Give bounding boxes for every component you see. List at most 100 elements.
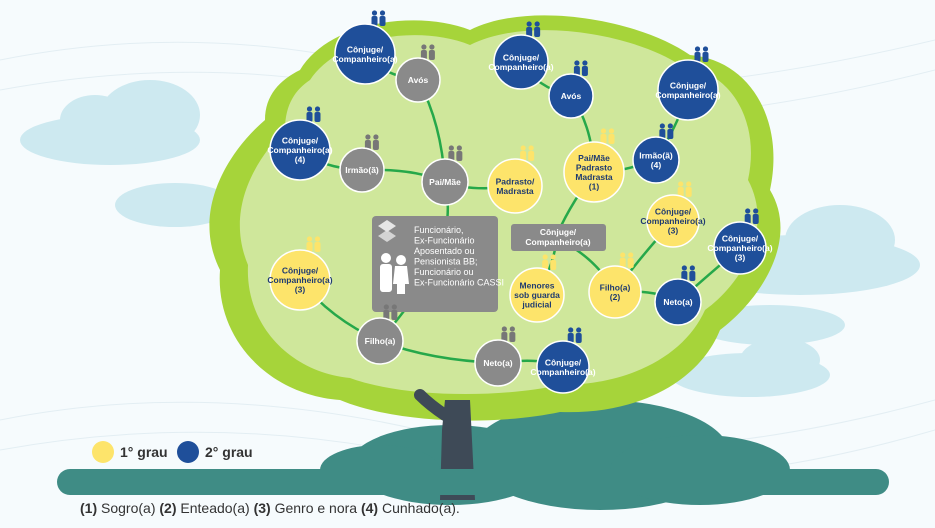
footnote: (1) Sogro(a) (2) Enteado(a) (3) Genro e … [80, 500, 460, 516]
node-conjuge_avos_right-people-icon [526, 21, 541, 37]
node-menores-text-2: sob guarda [514, 290, 560, 300]
node-padrasto-text-2: Madrasta [496, 186, 534, 196]
node-neto_left-people-icon [501, 326, 516, 342]
node-avos_right-people-icon [573, 60, 588, 76]
node-pai_mae_right-people-icon [600, 128, 615, 144]
first-degree-swatch [92, 441, 114, 463]
node-pai_mae-circle [421, 158, 469, 206]
node-conjuge_4_left-people-icon [306, 106, 321, 122]
node-conjuge_neto_right-text-2: Companheiro(a) [707, 243, 772, 253]
node-filho_left-text-1: Filho(a) [365, 336, 396, 346]
people-silhouette-icon [380, 253, 409, 294]
node-conjuge_avos_right-circle [493, 34, 549, 90]
legend-second-degree: 2° grau [177, 441, 253, 463]
node-conjuge_avos_left-people-icon [371, 10, 386, 26]
node-irmao_right-people-icon [659, 123, 674, 139]
node-conjuge_neto_left-text-2: Companheiro(a) [530, 367, 595, 377]
legend-first-degree: 1° grau [92, 441, 168, 463]
node-avos_left-text-1: Avós [408, 75, 429, 85]
node-avos_right-text-1: Avós [561, 91, 582, 101]
node-menores-text-1: Menores [520, 281, 555, 291]
node-pai_mae: Pai/Mãe [421, 145, 469, 206]
legend-first-label: 1° grau [120, 444, 168, 460]
node-avos_right: Avós [548, 60, 594, 119]
node-conjuge_neto_right-people-icon [744, 208, 759, 224]
node-pai_mae-text-1: Pai/Mãe [429, 177, 461, 187]
node-conjuge_avos_left-text-1: Cônjuge/ [347, 44, 384, 54]
node-conjuge_3_left-people-icon [306, 236, 321, 252]
node-conjuge_3_left-circle [269, 249, 331, 311]
node-conjuge_4_left-text-1: Cônjuge/ [282, 136, 319, 146]
node-pai_mae_right-text-3: Madrasta [575, 172, 613, 182]
node-conjuge_irmao_right-circle [657, 59, 719, 121]
footnote-num-3: (3) [253, 500, 271, 516]
node-neto_right-people-icon [681, 265, 696, 281]
node-conjuge_4_left-text-3: (4) [295, 155, 306, 165]
node-padrasto: Padrasto/Madrasta [487, 145, 543, 214]
node-conjuge_avos_right-text-1: Cônjuge/ [503, 52, 540, 62]
center-text-line-5: Funcionário ou [414, 267, 474, 277]
node-conjuge_avos_left-text-2: Companheiro(a) [332, 54, 397, 64]
node-avos_left: Avós [395, 44, 441, 103]
center-text-line-1: Funcionário, [414, 225, 464, 235]
ground-strip [57, 469, 889, 495]
node-conjuge_neto_right: Cônjuge/Companheiro(a)(3) [707, 208, 773, 275]
node-conjuge_avos_right-text-2: Companheiro(a) [488, 62, 553, 72]
conjuge-center-box [511, 224, 606, 251]
legend-second-label: 2° grau [205, 444, 253, 460]
node-conjuge_3_right-circle [646, 194, 700, 248]
footnote-num-1: (1) [80, 500, 98, 516]
node-conjuge_3_left: Cônjuge/Companheiro(a)(3) [267, 236, 333, 311]
node-conjuge_neto_left-people-icon [567, 327, 582, 343]
footnote-num-2: (2) [159, 500, 177, 516]
node-pai_mae_right-text-4: (1) [589, 181, 600, 191]
node-filho_right-people-icon [619, 252, 634, 268]
node-avos_left-people-icon [420, 44, 435, 60]
footnote-num-4: (4) [360, 500, 379, 516]
node-pai_mae_right-text-2: Padrasto [576, 162, 612, 172]
node-conjuge_3_right-text-2: Companheiro(a) [640, 216, 705, 226]
node-irmao_left-circle [339, 147, 385, 193]
node-conjuge_irmao_right-people-icon [694, 46, 709, 62]
node-neto_left-text-1: Neto(a) [483, 358, 512, 368]
node-irmao_right-text-2: (4) [651, 160, 662, 170]
footnote-text-3: Genro e nora [274, 500, 358, 516]
node-conjuge_irmao_right: Cônjuge/Companheiro(a) [655, 46, 721, 121]
node-conjuge_4_left-circle [269, 119, 331, 181]
node-pai_mae_right-circle [563, 141, 625, 203]
node-conjuge_3_right: Cônjuge/Companheiro(a)(3) [640, 181, 706, 248]
center-text-line-4: Pensionista BB; [414, 257, 478, 267]
node-conjuge_3_left-text-1: Cônjuge/ [282, 266, 319, 276]
node-conjuge_avos_right: Cônjuge/Companheiro(a) [488, 21, 554, 90]
node-conjuge_irmao_right-text-2: Companheiro(a) [655, 90, 720, 100]
node-padrasto-text-1: Padrasto/ [496, 176, 535, 186]
second-degree-swatch [177, 441, 199, 463]
node-pai_mae-people-icon [448, 145, 463, 161]
node-conjuge_3_left-text-3: (3) [295, 285, 306, 295]
node-avos_left-circle [395, 57, 441, 103]
node-conjuge_3_right-people-icon [677, 181, 692, 197]
node-menores-circle [509, 267, 565, 323]
tree-branch [414, 389, 451, 421]
node-neto_right-text-1: Neto(a) [663, 297, 692, 307]
footnote-text-4: Cunhado(a). [381, 500, 460, 516]
node-conjuge_neto_right-circle [713, 221, 767, 275]
node-filho_left: Filho(a) [356, 304, 404, 365]
center-text-line-3: Aposentado ou [414, 246, 475, 256]
node-irmao_left: Irmão(ã) [339, 134, 385, 193]
conjuge-center-text-1: Cônjuge/ [540, 227, 577, 237]
node-conjuge_neto_left: Cônjuge/Companheiro(a) [530, 327, 596, 394]
center-text-line-2: Ex-Funcionário [414, 236, 475, 246]
footnote-text-2: Enteado(a) [180, 500, 250, 516]
node-neto_left-circle [474, 339, 522, 387]
node-filho_right-text-2: (2) [610, 292, 621, 302]
node-irmao_right-text-1: Irmão(ã) [639, 150, 673, 160]
node-neto_left: Neto(a) [474, 326, 522, 387]
node-irmao_right: Irmão(ã)(4) [632, 123, 680, 184]
node-conjuge_neto_right-text-1: Cônjuge/ [722, 234, 759, 244]
node-conjuge_neto_left-circle [536, 340, 590, 394]
